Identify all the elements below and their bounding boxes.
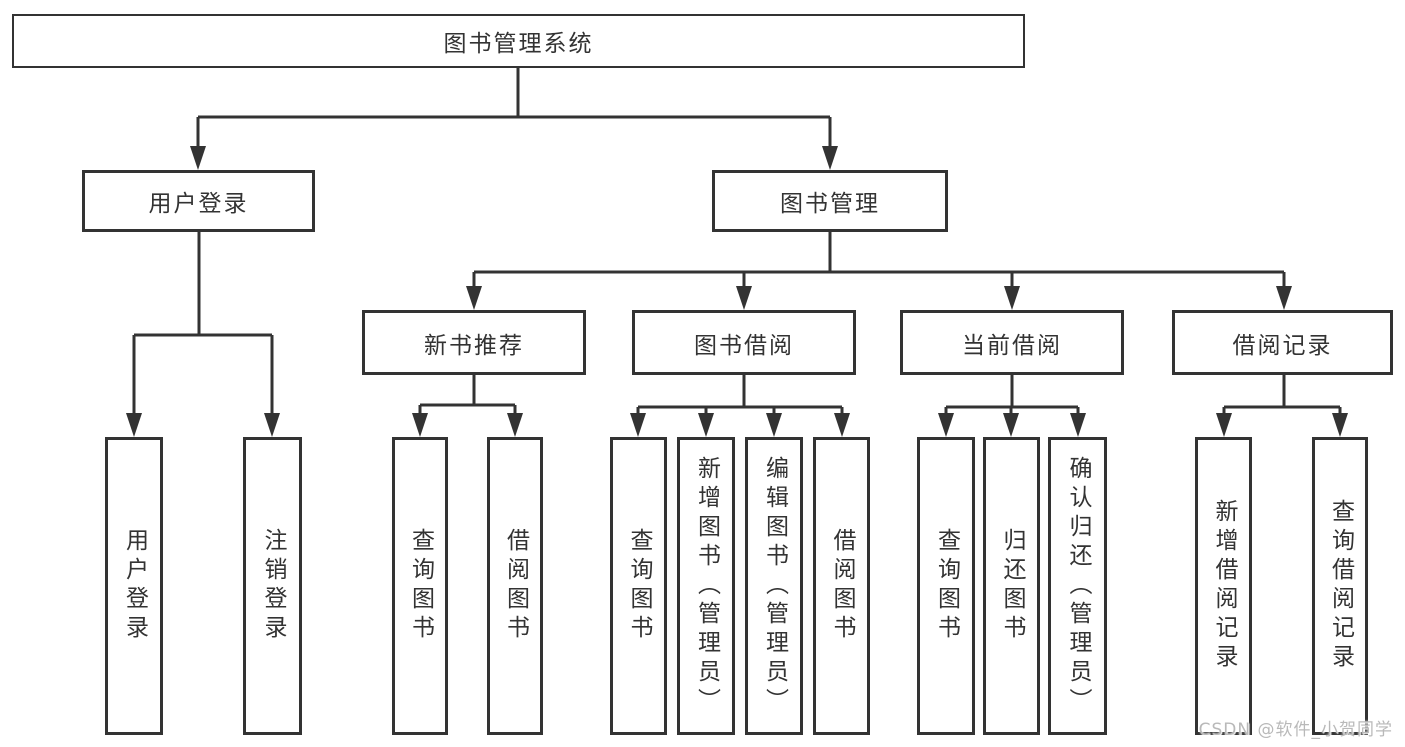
arrowhead: [698, 413, 714, 437]
arrowhead: [822, 146, 838, 170]
leaf-cb-return-books-label: 归还图书: [999, 528, 1025, 644]
node-current-borrowing: 当前借阅: [900, 310, 1124, 375]
leaf-user-login-label: 用户登录: [121, 528, 148, 644]
leaf-cb-return-books: 归还图书: [983, 437, 1040, 735]
leaf-bb-borrow-books: 借阅图书: [813, 437, 870, 735]
leaf-bb-borrow-books-label: 借阅图书: [829, 528, 855, 644]
leaf-nbr-borrow-books: 借阅图书: [487, 437, 543, 735]
arrowhead: [190, 146, 206, 170]
node-user-login-label: 用户登录: [148, 191, 249, 217]
arrowhead: [1070, 413, 1086, 437]
arrowhead: [766, 413, 782, 437]
leaf-nbr-query-books: 查询图书: [392, 437, 448, 735]
arrowhead: [507, 413, 523, 437]
csdn-watermark: CSDN @软件_小贺同学: [1198, 720, 1393, 740]
node-new-book-recommendation-label: 新书推荐: [424, 332, 524, 359]
connector-borrow-record-to-children: [1222, 375, 1342, 417]
arrowhead: [834, 413, 850, 437]
arrowhead: [630, 413, 646, 437]
node-new-book-recommendation: 新书推荐: [362, 310, 586, 375]
node-book-management: 图书管理: [712, 170, 948, 232]
leaf-bb-add-books-admin: 新增图书（管理员）: [677, 437, 735, 735]
leaf-cb-query-books-label: 查询图书: [933, 528, 960, 644]
leaf-cb-confirm-return-admin: 确认归还（管理员）: [1048, 437, 1107, 735]
arrowhead: [1216, 413, 1232, 437]
arrowhead: [938, 413, 954, 437]
leaf-cb-confirm-return-admin-label: 确认归还（管理员）: [1065, 455, 1091, 717]
node-library-management-system-label: 图书管理系统: [443, 31, 594, 57]
leaf-cb-query-books: 查询图书: [917, 437, 975, 735]
leaf-user-login: 用户登录: [105, 437, 163, 735]
connector-root-to-level2: [196, 68, 832, 150]
leaf-bb-add-books-admin-label: 新增图书（管理员）: [693, 455, 720, 717]
arrowhead: [126, 413, 142, 437]
leaf-bb-query-books-label: 查询图书: [626, 528, 652, 644]
arrowhead: [1332, 413, 1348, 437]
connector-book-borrow-to-children: [636, 375, 844, 417]
node-borrowing-records-label: 借阅记录: [1232, 332, 1333, 359]
leaf-br-query-record: 查询借阅记录: [1312, 437, 1368, 735]
node-current-borrowing-label: 当前借阅: [962, 332, 1062, 359]
leaf-bb-query-books: 查询图书: [610, 437, 667, 735]
connector-current-borrow-to-children: [944, 375, 1080, 417]
leaf-br-add-record: 新增借阅记录: [1195, 437, 1252, 735]
arrowhead: [412, 413, 428, 437]
connector-user-login-to-children: [132, 232, 274, 417]
arrowhead: [466, 286, 482, 310]
leaf-logout: 注销登录: [243, 437, 302, 735]
arrowhead: [736, 286, 752, 310]
arrowhead: [1004, 286, 1020, 310]
leaf-bb-edit-books-admin: 编辑图书（管理员）: [745, 437, 803, 735]
arrowhead: [1003, 413, 1019, 437]
leaf-nbr-borrow-books-label: 借阅图书: [502, 528, 529, 644]
arrowhead: [1276, 286, 1292, 310]
leaf-br-query-record-label: 查询借阅记录: [1327, 499, 1354, 673]
connector-book-mgmt-to-level3: [472, 232, 1286, 290]
node-book-borrowing: 图书借阅: [632, 310, 856, 375]
leaf-bb-edit-books-admin-label: 编辑图书（管理员）: [761, 455, 788, 717]
leaf-br-add-record-label: 新增借阅记录: [1211, 499, 1237, 673]
node-book-borrowing-label: 图书借阅: [694, 332, 794, 359]
node-book-management-label: 图书管理: [780, 191, 880, 217]
arrowhead: [264, 413, 280, 437]
node-borrowing-records: 借阅记录: [1172, 310, 1393, 375]
leaf-nbr-query-books-label: 查询图书: [407, 528, 434, 644]
node-library-management-system: 图书管理系统: [12, 14, 1025, 68]
node-user-login: 用户登录: [82, 170, 315, 232]
connector-new-book-rec-to-children: [418, 375, 517, 417]
leaf-logout-label: 注销登录: [260, 528, 286, 644]
